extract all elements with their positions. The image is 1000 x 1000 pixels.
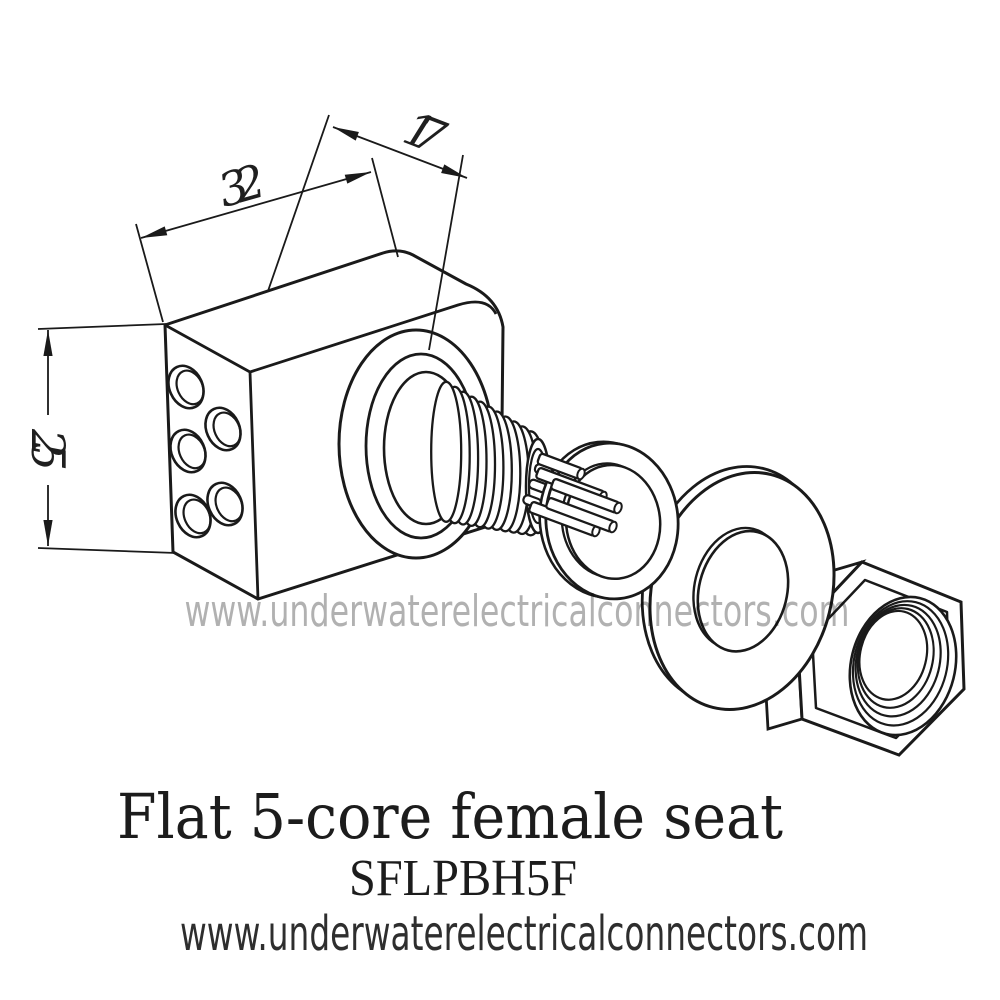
flat-washer (640, 465, 836, 711)
dimension-height-25: 25 (21, 323, 177, 554)
product-title: Flat 5-core female seat (117, 780, 783, 853)
arrowhead (43, 330, 53, 356)
arrowhead (441, 164, 467, 178)
dimension-label-32: 32 (212, 153, 271, 218)
dimension-label-25: 25 (21, 428, 75, 471)
arrowhead (43, 520, 53, 546)
product-model: SFLPBH5F (349, 850, 577, 907)
arrowhead (333, 127, 359, 141)
body-block-edges (164, 300, 498, 600)
arrowhead (141, 226, 168, 238)
core-holes (167, 364, 244, 539)
website-url: www.underwaterelectricalconnectors.com (180, 906, 868, 962)
dimension-label-mask (27, 415, 61, 485)
hex-nut (761, 559, 966, 757)
hex-nut-threaded-hole (848, 595, 958, 737)
watermark-text: www.underwaterelectricalconnectors.com (185, 586, 850, 637)
contact-pins (528, 452, 623, 538)
dimension-label-17: 17 (396, 101, 453, 166)
arrowhead (344, 172, 371, 184)
